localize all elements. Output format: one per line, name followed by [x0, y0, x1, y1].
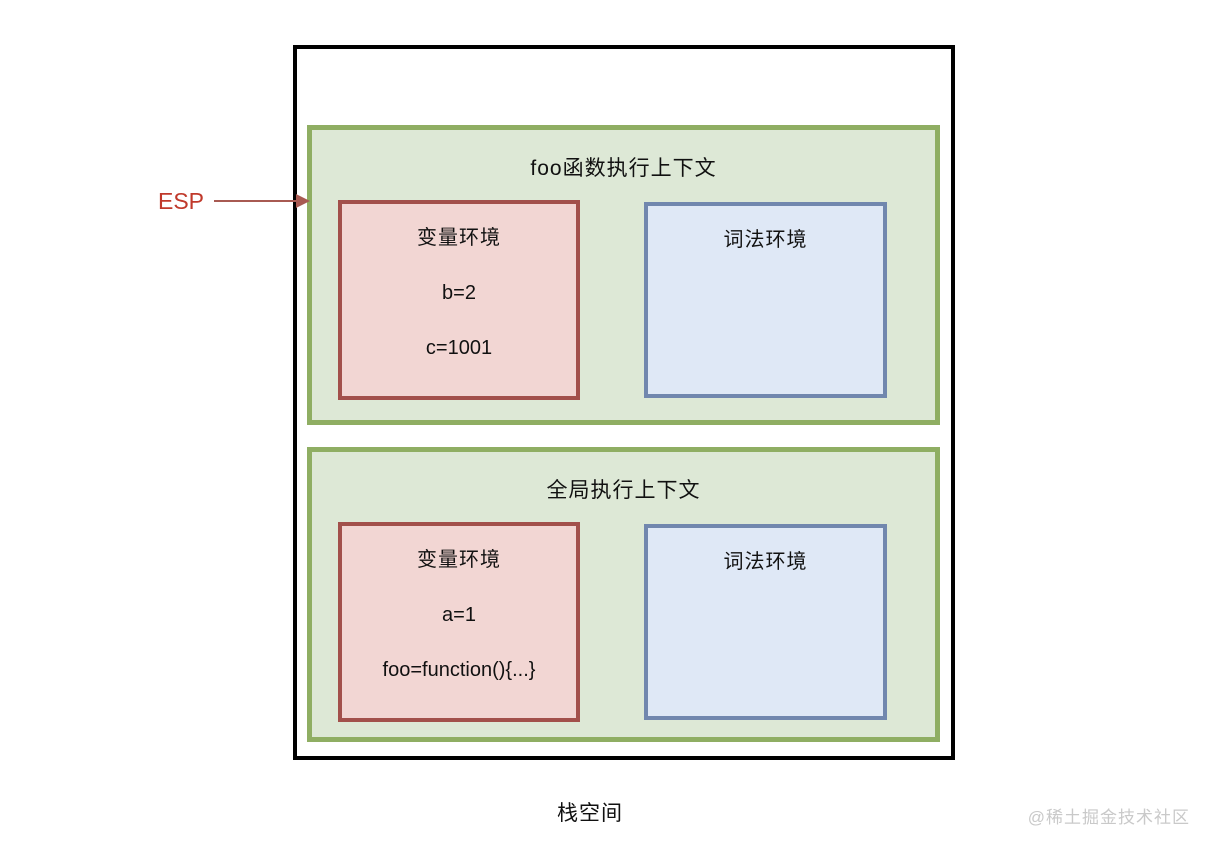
- variable-environment-global: 变量环境 a=1 foo=function(){...}: [338, 522, 580, 722]
- lexical-environment-foo: 词法环境: [644, 202, 887, 398]
- esp-label: ESP: [158, 188, 205, 214]
- variable-environment-title: 变量环境: [417, 549, 501, 571]
- variable-entry: foo=function(){...}: [382, 659, 536, 681]
- stack-space-box: [293, 45, 955, 760]
- lexical-environment-title: 词法环境: [723, 551, 808, 573]
- lexical-environment-global: 词法环境: [644, 524, 887, 720]
- variable-entry: c=1001: [425, 337, 493, 359]
- esp-arrow-line: [214, 200, 298, 202]
- lexical-environment-title: 词法环境: [723, 229, 808, 251]
- variable-entry: b=2: [442, 282, 476, 304]
- stack-space-label: 栈空间: [557, 802, 623, 825]
- variable-environment-title: 变量环境: [417, 227, 501, 249]
- variable-environment-foo: 变量环境 b=2 c=1001: [338, 200, 580, 400]
- context-title-foo: foo函数执行上下文: [530, 157, 717, 180]
- execution-context-global: 全局执行上下文 变量环境 a=1 foo=function(){...} 词法环…: [307, 447, 940, 742]
- variable-entry: a=1: [442, 604, 476, 626]
- execution-context-foo: foo函数执行上下文 变量环境 b=2 c=1001 词法环境: [307, 125, 940, 425]
- watermark: @稀土掘金技术社区: [1027, 808, 1190, 827]
- context-title-global: 全局执行上下文: [546, 479, 701, 502]
- esp-arrow-icon: [296, 194, 310, 208]
